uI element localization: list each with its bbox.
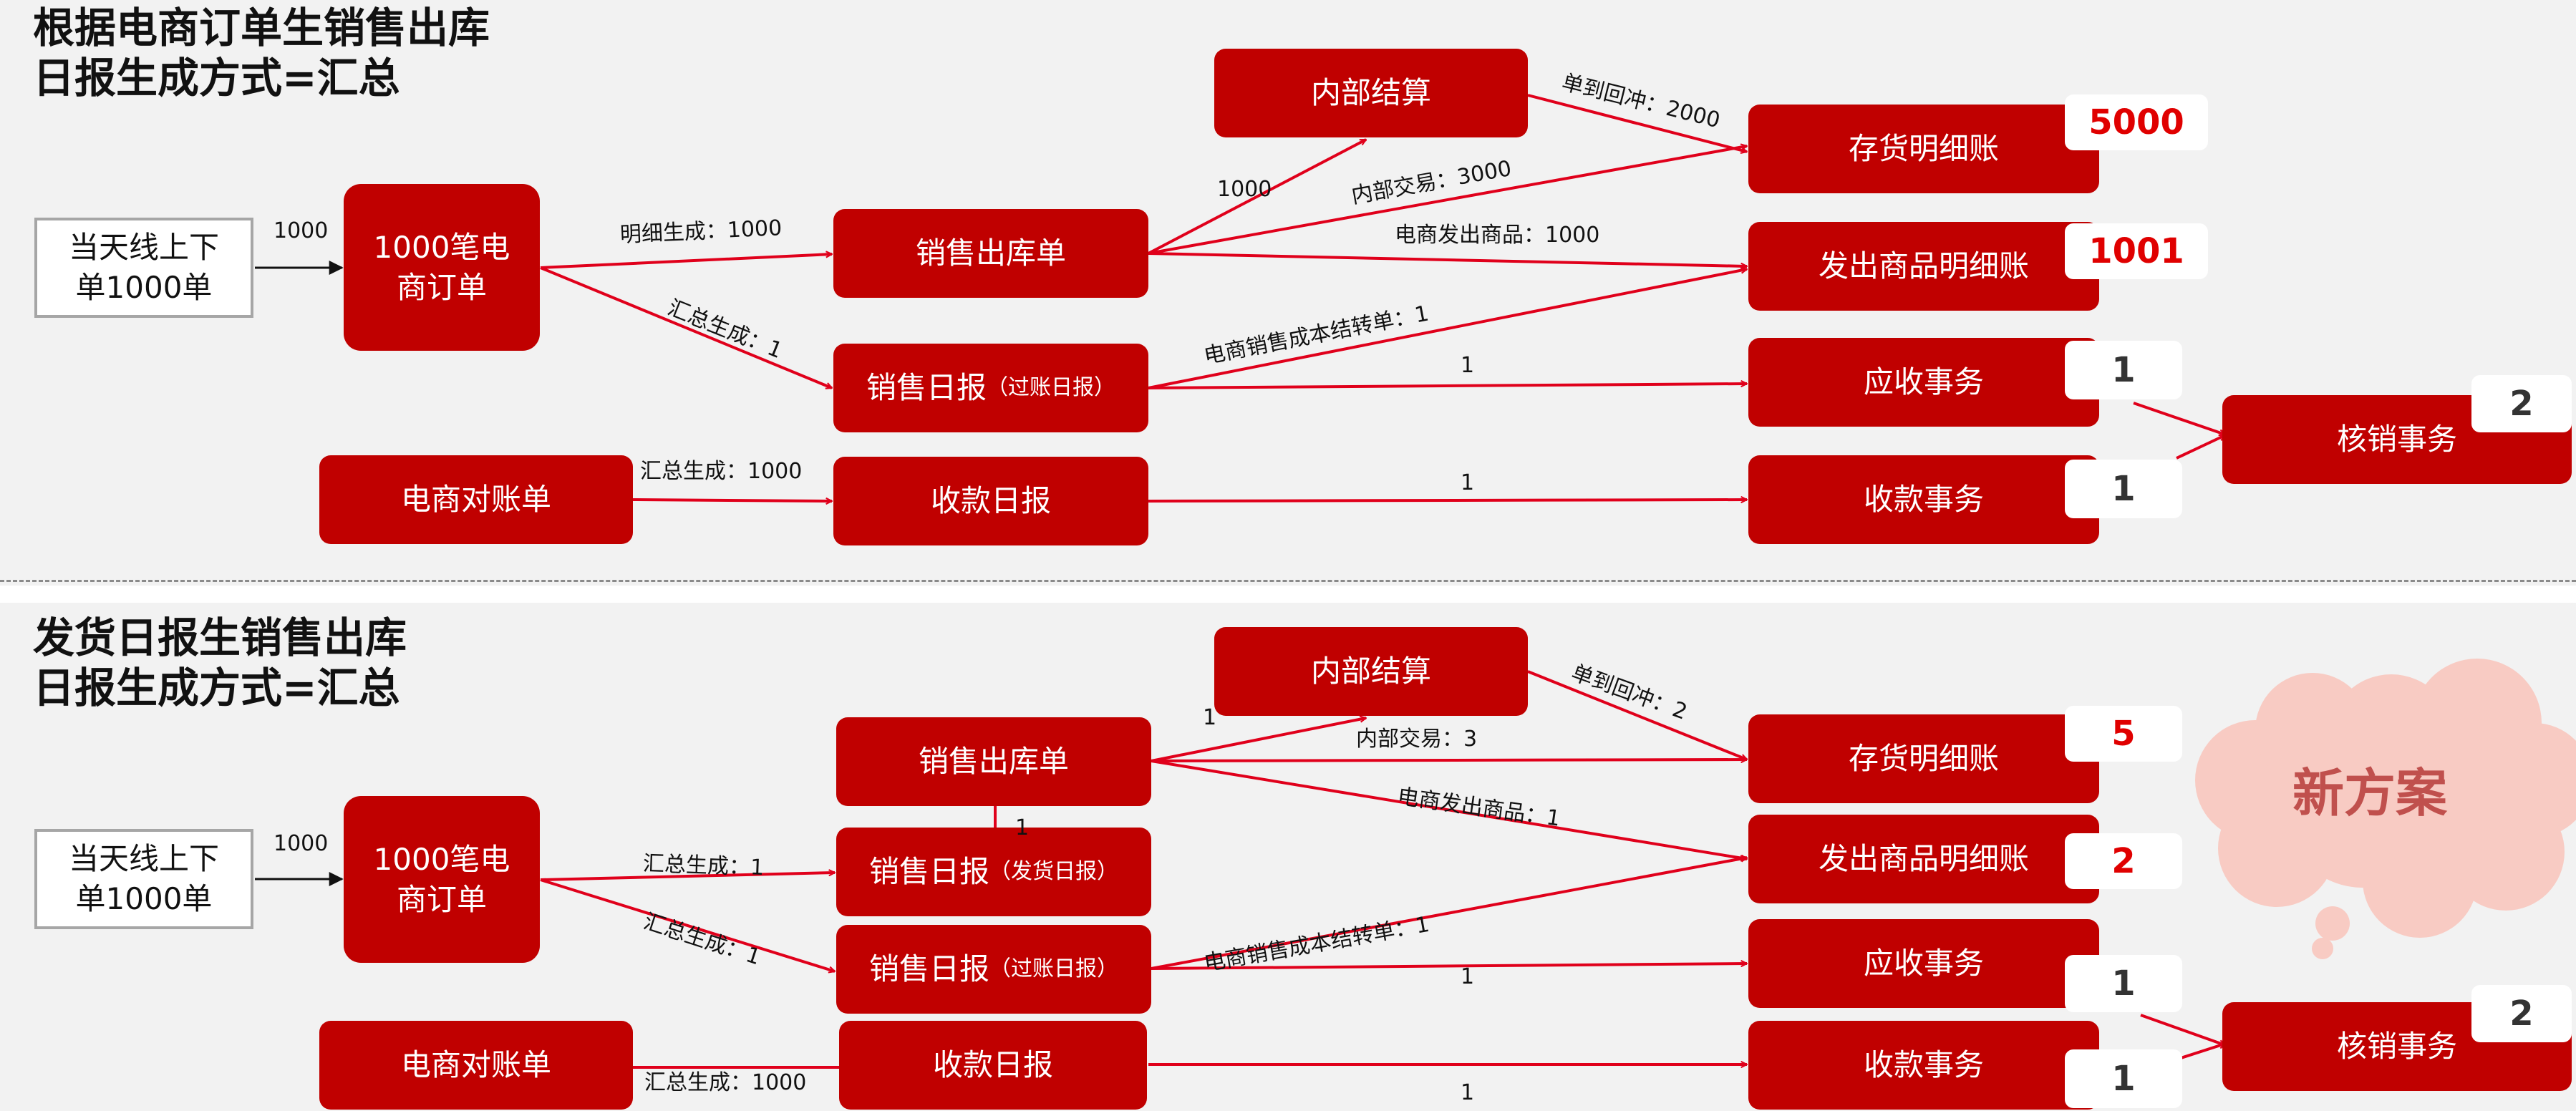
top-ecom-statement-box: 电商对账单 (319, 455, 633, 544)
bottom-post-daily-box: 销售日报（过账日报） (836, 925, 1151, 1014)
bottom-label-summary-gen-1000: 汇总生成：1000 (644, 1070, 807, 1095)
arrow-top-detail (540, 254, 832, 269)
top-badge-writeoff: 2 (2471, 375, 2572, 432)
arrow-top-receivable-writeoff (2133, 402, 2225, 435)
arrow-top-daily-shipped (1148, 269, 1747, 389)
arrow-bot-daily-shipped (1151, 858, 1747, 970)
arrow-bot-outbound-internal (1151, 718, 1366, 762)
arrow-bot-receivable-writeoff (2140, 1014, 2225, 1045)
arrow-bot-outbound-shipped (1151, 760, 1747, 859)
bottom-ecom-statement-box: 电商对账单 (319, 1021, 633, 1110)
bottom-receipt-txn-box: 收款事务 (1748, 1021, 2099, 1110)
arrow-top-summary (540, 266, 832, 389)
arrow-top-receipt-txn (1148, 500, 1747, 501)
top-sales-daily-box: 销售日报（过账日报） (833, 344, 1148, 432)
bottom-online-orders-box: 当天线上下单1000单 (34, 829, 253, 929)
top-shipped-goods-ledger-box: 发出商品明细账 (1748, 222, 2099, 311)
top-receipt-txn-box: 收款事务 (1748, 455, 2099, 544)
arrow-top-daily-receivable (1148, 384, 1747, 389)
arrow-top-receipt-writeoff (2176, 434, 2225, 460)
bottom-writeoff-box: 核销事务 (2222, 1002, 2572, 1091)
arrow-top-outbound-shipped (1148, 252, 1747, 266)
top-label-internal-1000: 1000 (1217, 177, 1272, 202)
top-title: 根据电商订单生销售出库 日报生成方式=汇总 (33, 4, 490, 102)
arrow-top-statement-receipt (632, 500, 832, 501)
bottom-shipped-goods-ledger-box: 发出商品明细账 (1748, 815, 2099, 903)
bottom-badge-receipt: 1 (2065, 1049, 2182, 1108)
bottom-sales-outbound-box: 销售出库单 (836, 717, 1151, 806)
section-divider (0, 580, 2576, 582)
bottom-label-internal-trade: 内部交易：3 (1356, 727, 1478, 752)
top-internal-settlement-box: 内部结算 (1214, 49, 1528, 137)
bottom-badge-receivable: 1 (2065, 955, 2182, 1012)
bottom-badge-writeoff: 2 (2471, 985, 2572, 1042)
bottom-title: 发货日报生销售出库 日报生成方式=汇总 (33, 613, 407, 712)
arrow-top-outbound-inventory (1148, 146, 1747, 255)
bottom-inventory-ledger-box: 存货明细账 (1748, 714, 2099, 803)
bottom-label-to-receivable: 1 (1461, 964, 1475, 989)
top-receivable-box: 应收事务 (1748, 338, 2099, 427)
arrow-bot-summary-a (540, 873, 835, 881)
bottom-label-summary-gen-a: 汇总生成：1 (642, 851, 765, 880)
cloud-new-plan-label: 新方案 (2292, 763, 2448, 823)
bottom-label-up-1: 1 (1015, 815, 1030, 840)
top-badge-receipt: 1 (2065, 460, 2182, 518)
top-label-to-receipt: 1 (1461, 470, 1475, 495)
bottom-label-to-receipt: 1 (1461, 1080, 1475, 1105)
bottom-badge-inventory: 5 (2065, 706, 2182, 762)
top-badge-receivable: 1 (2065, 341, 2182, 399)
top-inventory-ledger-box: 存货明细账 (1748, 105, 2099, 193)
top-badge-inventory: 5000 (2065, 94, 2208, 150)
arrow-bot-outbound-inventory (1151, 760, 1747, 761)
bottom-receipt-daily-box: 收款日报 (839, 1021, 1147, 1110)
top-receipt-daily-box: 收款日报 (833, 457, 1148, 545)
arrow-top-internal-inventory (1527, 94, 1747, 152)
bottom-ecom-orders-box: 1000笔电商订单 (344, 796, 540, 963)
arrow-bot-internal-inventory (1527, 670, 1747, 761)
bottom-badge-shipped: 2 (2065, 833, 2182, 889)
top-online-orders-box: 当天线上下单1000单 (34, 218, 253, 318)
top-sales-outbound-box: 销售出库单 (833, 209, 1148, 298)
new-plan-cloud (2195, 659, 2576, 959)
bottom-ship-daily-box: 销售日报（发货日报） (836, 828, 1151, 916)
bottom-label-internal-1: 1 (1203, 705, 1217, 730)
bottom-internal-settlement-box: 内部结算 (1214, 627, 1528, 716)
top-badge-shipped: 1001 (2065, 223, 2208, 279)
arrow-bot-receipt-writeoff (2176, 1044, 2225, 1061)
top-label-1000: 1000 (273, 218, 329, 243)
bottom-label-1000: 1000 (273, 831, 329, 856)
arrow-top-outbound-internal (1148, 138, 1366, 255)
top-label-summary-gen-1000: 汇总生成：1000 (640, 459, 803, 484)
top-ecom-orders-box: 1000笔电商订单 (344, 184, 540, 351)
top-label-ecom-shipped: 电商发出商品：1000 (1395, 223, 1600, 248)
section-gap (0, 586, 2576, 603)
top-label-to-receivable: 1 (1461, 353, 1475, 378)
arrow-bot-summary-b (540, 878, 835, 971)
arrow-bot-daily-receivable (1151, 964, 1747, 970)
bottom-receivable-box: 应收事务 (1748, 919, 2099, 1008)
